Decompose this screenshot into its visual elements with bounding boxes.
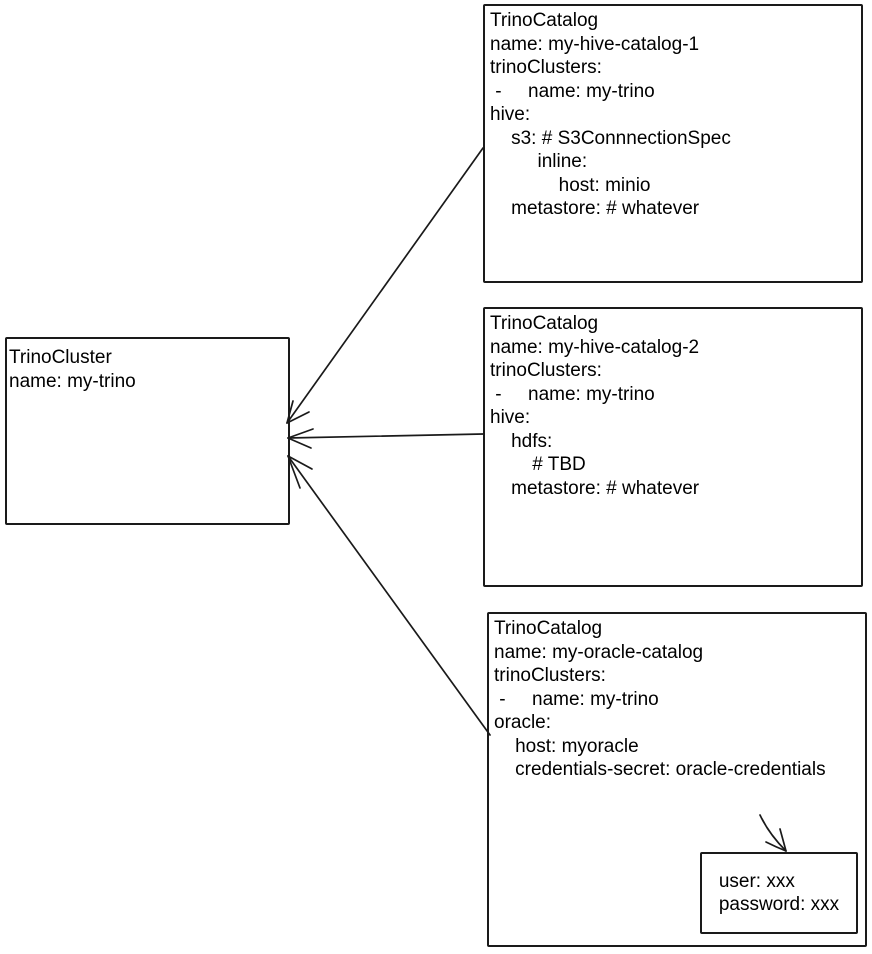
text-line: credentials-secret: oracle-credentials [494,759,826,780]
text-line: trinoClusters: [490,360,602,381]
trino-cluster-box: TrinoCluster name: my-trino [5,337,290,525]
text-line: name: my-hive-catalog-1 [490,33,700,55]
text-line: # TBD [490,454,586,475]
box-title: TrinoCatalog [490,313,599,334]
text-line: name: my-hive-catalog-2 [490,336,700,358]
text-line: metastore: # whatever [490,477,700,499]
text-line: name: my-trino [9,370,136,392]
text-line: s3: # S3ConnnectionSpec [490,127,731,149]
box-title: TrinoCatalog [490,10,599,31]
text-line: user: xxx [718,870,795,892]
text-line: host: minio [490,174,651,196]
arrow-catalog2-to-cluster-icon [287,428,484,449]
text-line: name: my-oracle-catalog [494,641,704,663]
text-line: trinoClusters: [490,57,602,78]
arrow-catalog3-to-cluster-icon [287,455,491,736]
arrow-catalog1-to-cluster-icon [286,147,484,424]
text-line: hive: [490,407,531,428]
text-line: - name: my-trino [494,688,659,710]
box-title: TrinoCluster [9,347,112,368]
box-title: TrinoCatalog [494,618,603,639]
box-body: name: my-trino [9,370,284,394]
text-line: hdfs: [490,430,553,452]
text-line: inline: [490,151,588,172]
text-line: hive: [490,104,531,125]
text-line: host: myoracle [494,735,639,757]
text-line: oracle: [494,712,552,733]
text-line: - name: my-trino [490,383,655,405]
text-line: trinoClusters: [494,665,606,686]
text-line: metastore: # whatever [490,198,700,219]
text-line: password: xxx [718,894,840,915]
text-line: - name: my-trino [490,80,655,102]
